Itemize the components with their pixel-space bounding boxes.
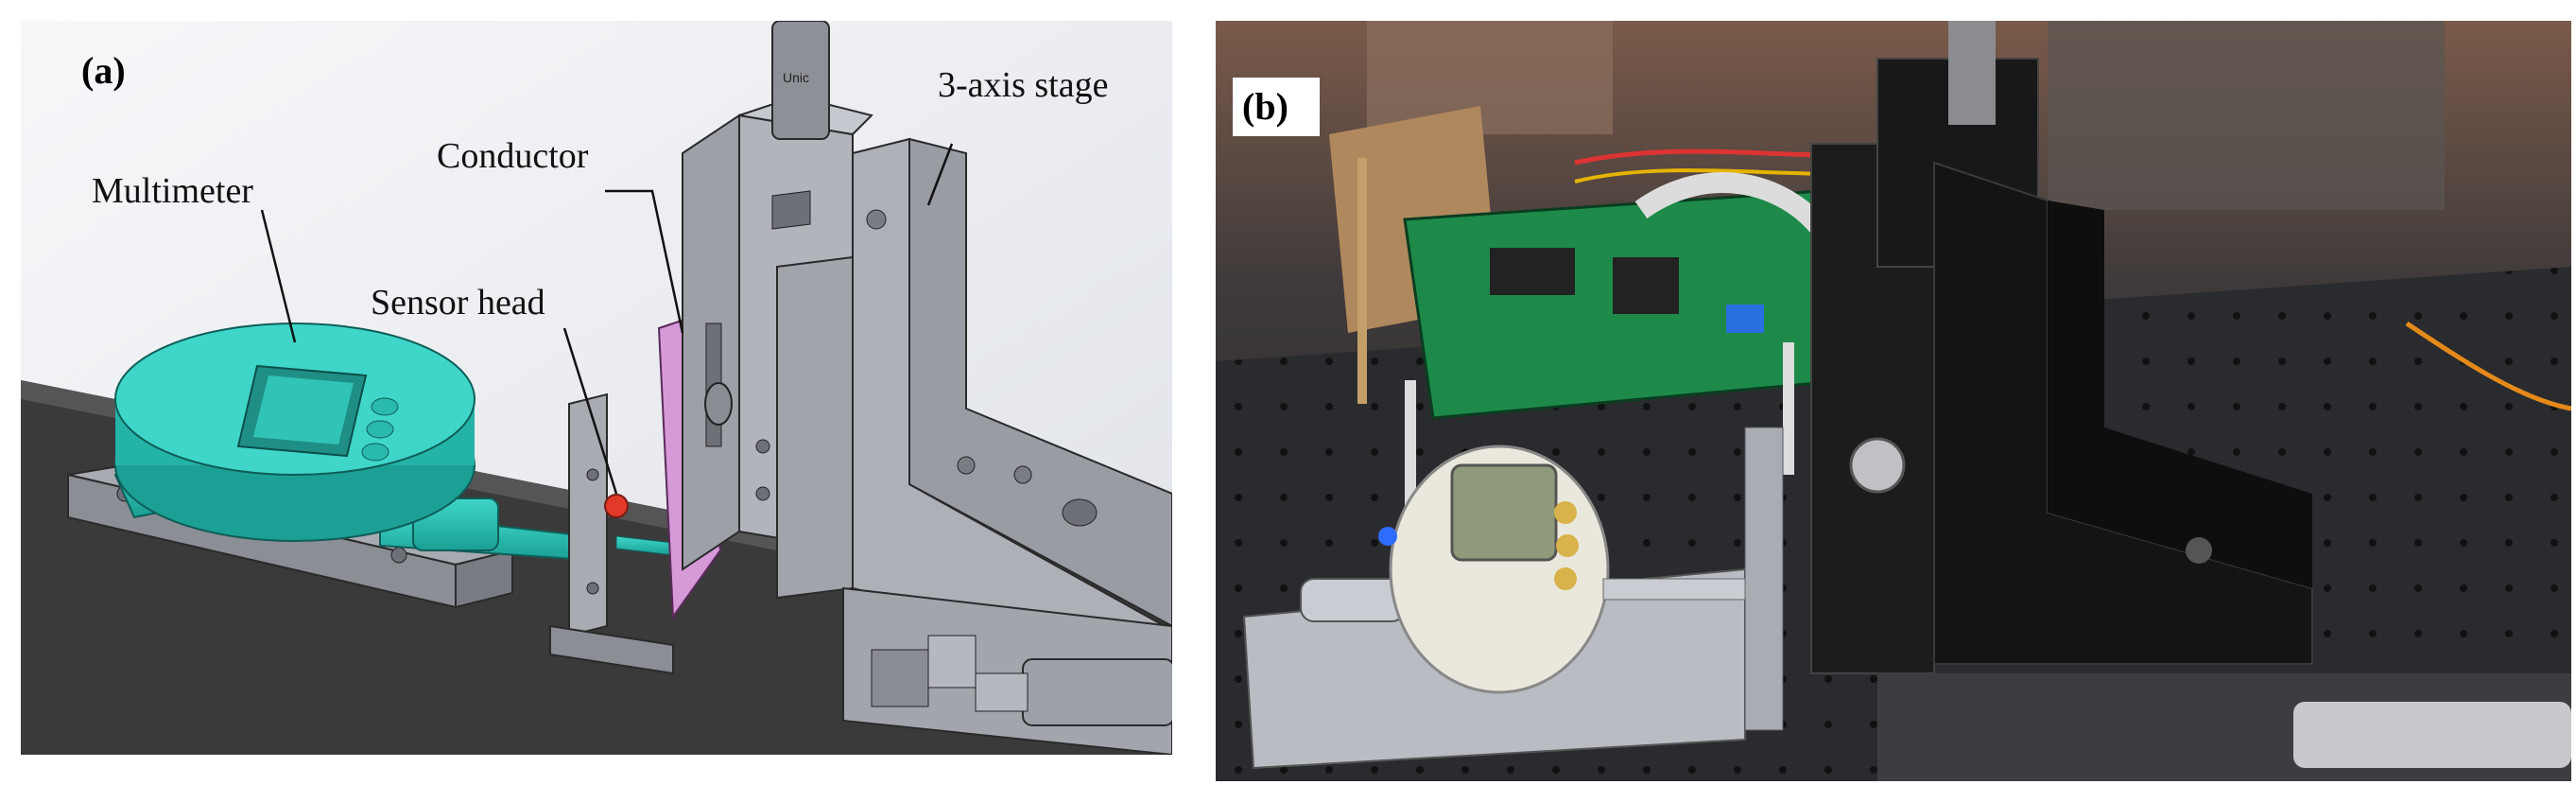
panel-b-photo: (b) <box>1216 21 2571 781</box>
label-conductor: Conductor <box>437 136 589 176</box>
sensor-head-marker <box>604 494 629 518</box>
gauge-lcd <box>1450 463 1558 562</box>
black-3-axis-stage <box>1810 21 2571 781</box>
cad-assembly-svg: Unic (a) Multimeter Sensor head Conducto… <box>21 21 1172 755</box>
leader-line-stage <box>926 143 954 206</box>
photo-illustration-svg: (b) <box>1216 21 2571 781</box>
panel-b-tag: (b) <box>1242 85 1288 128</box>
leader-line-multimeter <box>260 209 297 343</box>
stage-knob-photo <box>1849 437 1906 494</box>
horizontal-micrometer-photo <box>2293 702 2571 768</box>
multimeter-button-1 <box>371 397 399 416</box>
multimeter-body <box>114 323 475 542</box>
panel-a-cad-drawing: Unic (a) Multimeter Sensor head Conducto… <box>21 21 1172 755</box>
vertical-micrometer <box>771 21 830 140</box>
ribbon-cable <box>1634 172 1829 236</box>
panel-a-tag: (a) <box>81 49 126 92</box>
horizontal-micrometer <box>1022 658 1172 726</box>
digital-gauge <box>1300 445 1746 694</box>
label-multimeter: Multimeter <box>92 171 253 211</box>
vertical-micrometer-photo <box>1948 21 1996 125</box>
multimeter-button-2 <box>366 420 394 439</box>
blue-led <box>1378 527 1397 546</box>
multimeter-button-3 <box>361 443 389 462</box>
micrometer-brand-text: Unic <box>783 70 809 85</box>
label-3-axis-stage: 3-axis stage <box>938 65 1108 105</box>
stage-knob <box>704 382 733 426</box>
three-axis-stage: Unic <box>682 21 1172 755</box>
panel-b-tag-background <box>1233 78 1320 136</box>
leader-line-conductor <box>605 189 684 334</box>
orange-cable <box>2405 321 2571 411</box>
leader-line-sensor-head <box>562 327 618 495</box>
sensor-bracket <box>568 392 608 637</box>
label-sensor-head: Sensor head <box>371 283 545 323</box>
sensor-post <box>1744 427 1784 731</box>
